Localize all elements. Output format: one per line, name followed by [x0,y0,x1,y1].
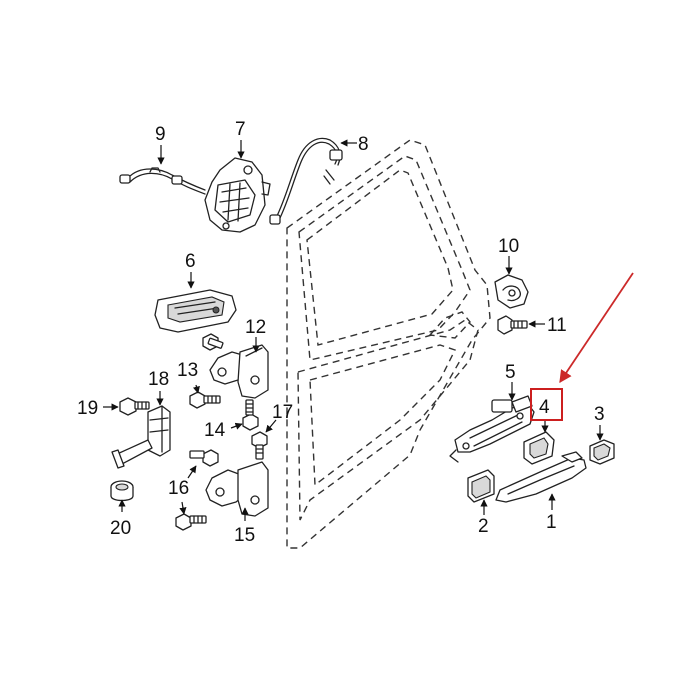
part-19-bolt [103,397,150,416]
part-16-bolts [175,449,219,531]
callout-2: 2 [478,516,489,537]
callout-5: 5 [505,362,516,383]
part-15-lower-hinge [205,461,269,521]
part-17-bolt [251,419,277,460]
callout-12: 12 [245,317,266,338]
callout-10: 10 [498,236,519,257]
callout-3: 3 [594,404,605,425]
part-20-grommet [110,480,134,512]
part-18-door-check [111,391,171,469]
highlight-box [530,388,563,421]
callout-6: 6 [185,251,196,272]
door-shell-outline [286,139,491,549]
callout-4: 4 [539,397,550,418]
part-8-handle-cable [269,137,357,225]
part-7-door-latch [204,140,271,233]
callout-17: 17 [272,402,293,423]
part-14-bolt [230,399,259,431]
callout-13: 13 [177,360,198,381]
part-9-lock-cable [119,145,206,195]
part-4-handle-gasket [523,420,555,465]
callout-8: 8 [358,134,369,155]
callout-1: 1 [546,512,557,533]
part-10-striker [494,256,529,309]
part-1-outside-handle [495,451,587,510]
part-5-handle-carrier [449,382,535,463]
callout-18: 18 [148,369,169,390]
callout-11: 11 [547,315,567,336]
callout-19: 19 [77,398,98,419]
highlight-arrow [559,272,634,384]
part-12-upper-hinge [209,337,269,399]
part-3-cylinder-cap [589,425,615,465]
part-2-handle-plate [467,469,495,515]
part-13-bolts [189,333,224,409]
callout-20: 20 [110,518,131,539]
callout-15: 15 [234,525,255,546]
callout-7: 7 [235,119,246,140]
callout-14: 14 [204,420,226,441]
part-11-bolt [497,315,545,335]
callout-16: 16 [168,478,189,499]
part-6-inside-handle [154,272,237,333]
callout-9: 9 [155,124,166,145]
